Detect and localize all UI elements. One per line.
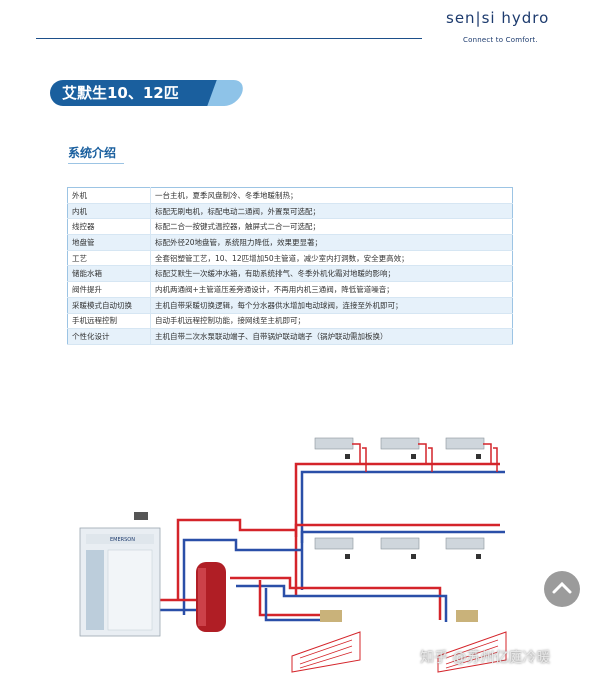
supply-pipes: [160, 462, 505, 622]
watermark: 知乎 @苏州亿庭冷暖: [420, 650, 551, 666]
row-value: 标配外径20地盘管，系统阻力降低，效果更显著；: [150, 234, 513, 251]
row-value: 全套铝塑管工艺，10、12匹增加50主管道，减少室内打洞数，安全更高效；: [150, 250, 513, 267]
row-label: 地盘管: [67, 234, 151, 251]
system-table: 外机一台主机，夏季风盘制冷、冬季地暖制热；内机标配无刷电机，标配电动二通阀，外置…: [67, 187, 513, 345]
table-row: 内机标配无刷电机，标配电动二通阀，外置泵可选配；: [67, 203, 513, 220]
title-banner: [50, 80, 247, 106]
table-row: 外机一台主机，夏季风盘制冷、冬季地暖制热；: [67, 187, 513, 204]
table-row: 地盘管标配外径20地盘管，系统阻力降低，效果更显著；: [67, 234, 513, 251]
row-value: 标配无刷电机，标配电动二通阀，外置泵可选配；: [150, 203, 513, 220]
section-title: 系统介绍: [68, 146, 117, 160]
header-divider: [36, 38, 422, 39]
scroll-to-top-button[interactable]: [544, 571, 580, 607]
table-row: 储能水箱标配艾默生一次缓冲水箱，有助系统排气、冬季外机化霜对地暖的影响；: [67, 265, 513, 283]
row-label: 工艺: [67, 250, 151, 267]
section-underline: [68, 163, 124, 164]
table-row: 工艺全套铝塑管工艺，10、12匹增加50主管道，减少室内打洞数，安全更高效；: [67, 250, 513, 267]
row-label: 外机: [67, 187, 151, 204]
row-value: 内机两通阀+主管道压差旁通设计，不再用内机三通阀，降低管道噪音；: [150, 281, 513, 298]
row-label: 手机远程控制: [67, 313, 151, 330]
row-label: 储能水箱: [67, 265, 151, 283]
unit-brand: EMERSON: [110, 537, 135, 543]
row-value: 标配艾默生一次缓冲水箱，有助系统排气、冬季外机化霜对地暖的影响；: [150, 265, 513, 283]
row-label: 线控器: [67, 218, 151, 236]
table-row: 个性化设计主机自带二次水泵联动端子、自带锅炉联动端子（锅炉联动需加板换）: [67, 328, 513, 345]
fan-coils-top: [314, 437, 498, 472]
row-value: 标配二合一按键式温控器，触屏式二合一可选配；: [150, 218, 513, 236]
row-value: 一台主机，夏季风盘制冷、冬季地暖制热；: [150, 187, 513, 204]
fan-coils-middle: [314, 537, 485, 559]
floor-heating-left: [291, 610, 361, 673]
row-value: 主机自带采暖切换逻辑，每个分水器供水增加电动球阀，连接至外机即可；: [150, 297, 513, 314]
chevron-up-icon: [552, 581, 572, 594]
brand-logo: sen|si hydro: [446, 9, 550, 27]
brand-tagline: Connect to Comfort.: [463, 36, 538, 44]
table-row: 采暖模式自动切换主机自带采暖切换逻辑，每个分水器供水增加电动球阀，连接至外机即可…: [67, 297, 513, 314]
row-label: 阀件提升: [67, 281, 151, 298]
title-banner-main: [50, 80, 200, 106]
table-row: 手机远程控制自动手机远程控制功能，接网线至主机即可；: [67, 313, 513, 330]
outdoor-unit: EMERSON: [79, 512, 161, 637]
buffer-tank: [196, 562, 226, 632]
row-value: 自动手机远程控制功能，接网线至主机即可；: [150, 313, 513, 330]
system-diagram: EMERSON: [79, 437, 507, 673]
row-label: 个性化设计: [67, 328, 151, 345]
row-label: 采暖模式自动切换: [67, 297, 151, 314]
row-label: 内机: [67, 203, 151, 220]
floor-heating-right: [437, 610, 507, 673]
table-row: 线控器标配二合一按键式温控器，触屏式二合一可选配；: [67, 218, 513, 236]
row-value: 主机自带二次水泵联动端子、自带锅炉联动端子（锅炉联动需加板换）: [150, 328, 513, 345]
table-row: 阀件提升内机两通阀+主管道压差旁通设计，不再用内机三通阀，降低管道噪音；: [67, 281, 513, 298]
page-title: 艾默生10、12匹: [62, 84, 179, 102]
